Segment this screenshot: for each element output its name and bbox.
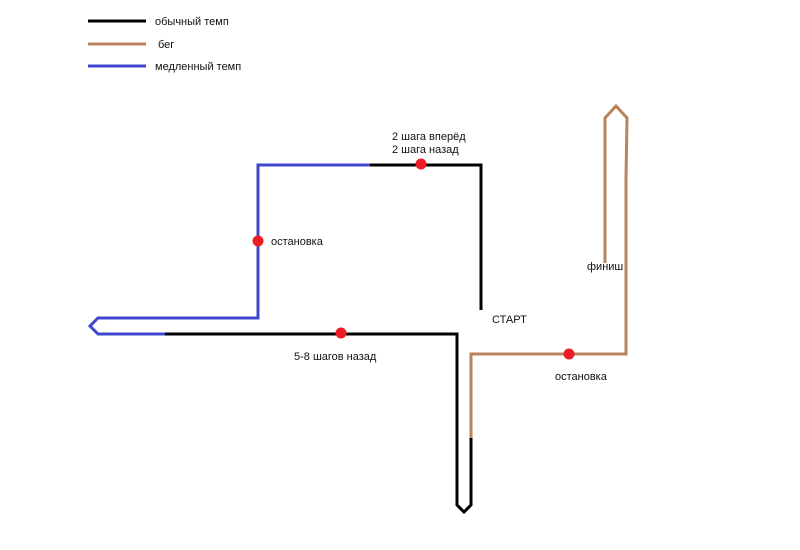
label-stop-right: остановка	[555, 371, 608, 383]
legend-label-run: бег	[158, 39, 174, 51]
route-segment-slow-top	[87, 163, 370, 336]
route	[87, 103, 629, 515]
label-steps-back: 5-8 шагов назад	[294, 351, 377, 363]
stop-marker-bottom	[335, 327, 347, 339]
label-finish: финиш	[587, 261, 623, 273]
label-stop-left: остановка	[271, 236, 324, 248]
legend-label-slow: медленный темп	[155, 61, 241, 73]
annotations: 2 шага вперёд 2 шага назад остановка СТА…	[271, 131, 623, 383]
label-two-steps-forward: 2 шага вперёд	[392, 131, 466, 143]
legend-label-normal: обычный темп	[155, 16, 229, 28]
route-segment-run-finish	[603, 103, 629, 297]
stop-marker-left	[252, 235, 264, 247]
route-segment-run	[469, 297, 628, 438]
route-segment-start-up	[370, 163, 483, 310]
label-start: СТАРТ	[492, 314, 527, 326]
stop-marker-top	[415, 158, 427, 170]
legend: обычный темп бег медленный темп	[88, 16, 241, 73]
label-two-steps-back: 2 шага назад	[392, 144, 459, 156]
stop-marker-right	[563, 348, 575, 360]
stop-markers	[252, 158, 575, 360]
route-segment-back	[165, 332, 473, 515]
